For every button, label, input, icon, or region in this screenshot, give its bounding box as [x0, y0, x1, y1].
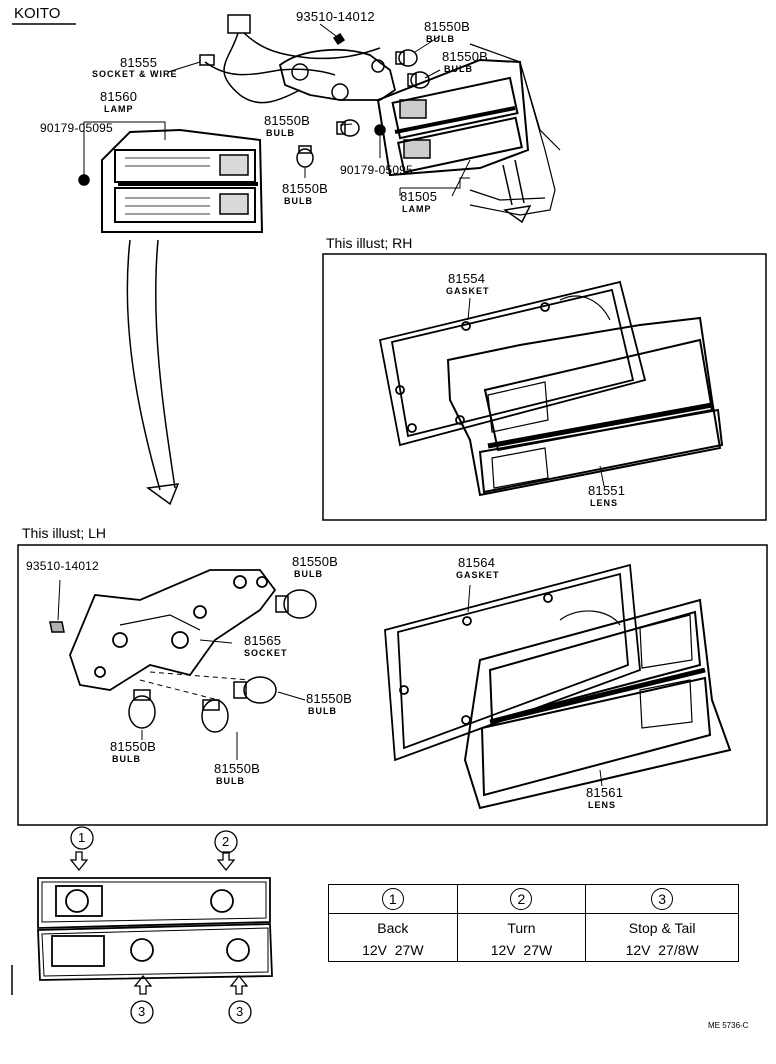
lh-lens-leaders	[467, 584, 603, 787]
part-lens-rh-name: LENS	[590, 498, 619, 508]
spec-col-3-function: Stop & Tail	[628, 920, 696, 936]
part-bulb-top-name: BULB	[426, 34, 455, 44]
marker-top-left: 1	[78, 830, 86, 845]
part-lamp-rh-name: LAMP	[402, 204, 432, 214]
part-gasket-lh-number: 81564	[458, 555, 496, 570]
part-nut-lh: 90179-05095	[40, 121, 113, 135]
rh-gasket	[378, 280, 647, 447]
rh-leaders	[467, 297, 605, 487]
marker-bottom-left: 3	[138, 1004, 146, 1019]
brand-label: KOITO	[14, 5, 61, 22]
arrow-to-rh-detail	[502, 159, 532, 224]
part-lamp-lh-name: LAMP	[104, 104, 134, 114]
part-socket-wire-number: 81555	[120, 55, 158, 70]
part-bulb-mid2-name: BULB	[284, 196, 313, 206]
part-bulb-lh-c-number: 81550B	[110, 739, 157, 754]
part-bulb-top2-number: 81550B	[442, 49, 489, 64]
part-screw-lh: 93510-14012	[26, 559, 99, 573]
rh-view-title: This illust; RH	[326, 235, 413, 251]
lh-socket-plate	[69, 569, 277, 691]
part-bulb-lh-d-number: 81550B	[214, 761, 261, 776]
spec-col-2-body: Turn 12V 27W	[456, 913, 587, 962]
spec-col-3-rating: 12V 27/8W	[625, 942, 699, 958]
rh-detail-frame	[322, 253, 767, 521]
lh-leaders	[57, 579, 306, 760]
lh-screw	[49, 621, 65, 633]
spec-col-2-header: 2	[456, 884, 587, 914]
lh-detail-frame	[17, 544, 768, 826]
spec-col-1-function: Back	[377, 920, 409, 936]
part-gasket-lh-name: GASKET	[456, 570, 500, 580]
bulbs-top	[78, 32, 430, 186]
spec-col-1-body: Back 12V 27W	[328, 913, 458, 962]
bulb-spec-table: 1 2 3 Back 12V 27W Turn 12V 27W Stop & T…	[328, 884, 739, 962]
rh-lens	[446, 295, 724, 497]
part-bulb-lh-b-name: BULB	[308, 706, 337, 716]
part-bulb-mid2-number: 81550B	[282, 181, 329, 196]
arrow-to-lh-detail	[126, 239, 180, 506]
spec-col-1-marker: 1	[381, 888, 404, 910]
spec-col-2-function: Turn	[507, 920, 536, 936]
part-socket-wire-name: SOCKET & WIRE	[92, 69, 178, 79]
part-bulb-mid-name: BULB	[266, 128, 295, 138]
part-socket-lh-name: SOCKET	[244, 648, 288, 658]
spec-col-3-marker: 3	[651, 888, 674, 910]
part-screw-top: 93510-14012	[296, 9, 375, 24]
lamp-lh-assembly	[101, 128, 264, 233]
part-bulb-top-number: 81550B	[424, 19, 471, 34]
vehicle-body-outline	[469, 43, 561, 216]
spec-col-1-rating: 12V 27W	[362, 942, 424, 958]
lh-lens	[463, 598, 732, 810]
part-bulb-lh-a-name: BULB	[294, 569, 323, 579]
part-lens-lh-name: LENS	[588, 800, 617, 810]
part-bulb-lh-c-name: BULB	[112, 754, 141, 764]
part-gasket-rh-number: 81554	[448, 271, 486, 286]
part-nut-rh: 90179-05095	[340, 163, 413, 177]
lh-bulbs	[128, 589, 317, 733]
part-gasket-rh-name: GASKET	[446, 286, 490, 296]
position-marker-arrows	[69, 826, 252, 1024]
part-bulb-lh-d-name: BULB	[216, 776, 245, 786]
lh-gasket	[384, 563, 641, 762]
part-socket-lh-number: 81565	[244, 633, 282, 648]
marker-top-right: 2	[222, 834, 230, 849]
spec-col-3-body: Stop & Tail 12V 27/8W	[585, 913, 739, 962]
part-lamp-lh-number: 81560	[100, 89, 138, 104]
part-lamp-rh-number: 81505	[400, 189, 438, 204]
socket-wire-harness	[199, 14, 397, 104]
marker-bottom-right: 3	[236, 1004, 244, 1019]
part-lens-rh-number: 81551	[588, 483, 626, 498]
leader-lines-top	[83, 23, 471, 197]
part-bulb-lh-b-number: 81550B	[306, 691, 353, 706]
part-bulb-top2-name: BULB	[444, 64, 473, 74]
spec-col-2-rating: 12V 27W	[490, 942, 553, 958]
spec-col-2-marker: 2	[510, 888, 533, 910]
lh-view-title: This illust; LH	[22, 525, 107, 541]
part-bulb-lh-a-number: 81550B	[292, 554, 339, 569]
bulb-position-diagram	[37, 877, 273, 981]
spec-col-3-header: 3	[585, 884, 739, 914]
part-bulb-mid-number: 81550B	[264, 113, 311, 128]
spec-col-1-header: 1	[328, 884, 458, 914]
lamp-rh-assembly	[376, 58, 530, 177]
illustration-code: ME 5736-C	[708, 1021, 749, 1030]
part-lens-lh-number: 81561	[586, 785, 624, 800]
